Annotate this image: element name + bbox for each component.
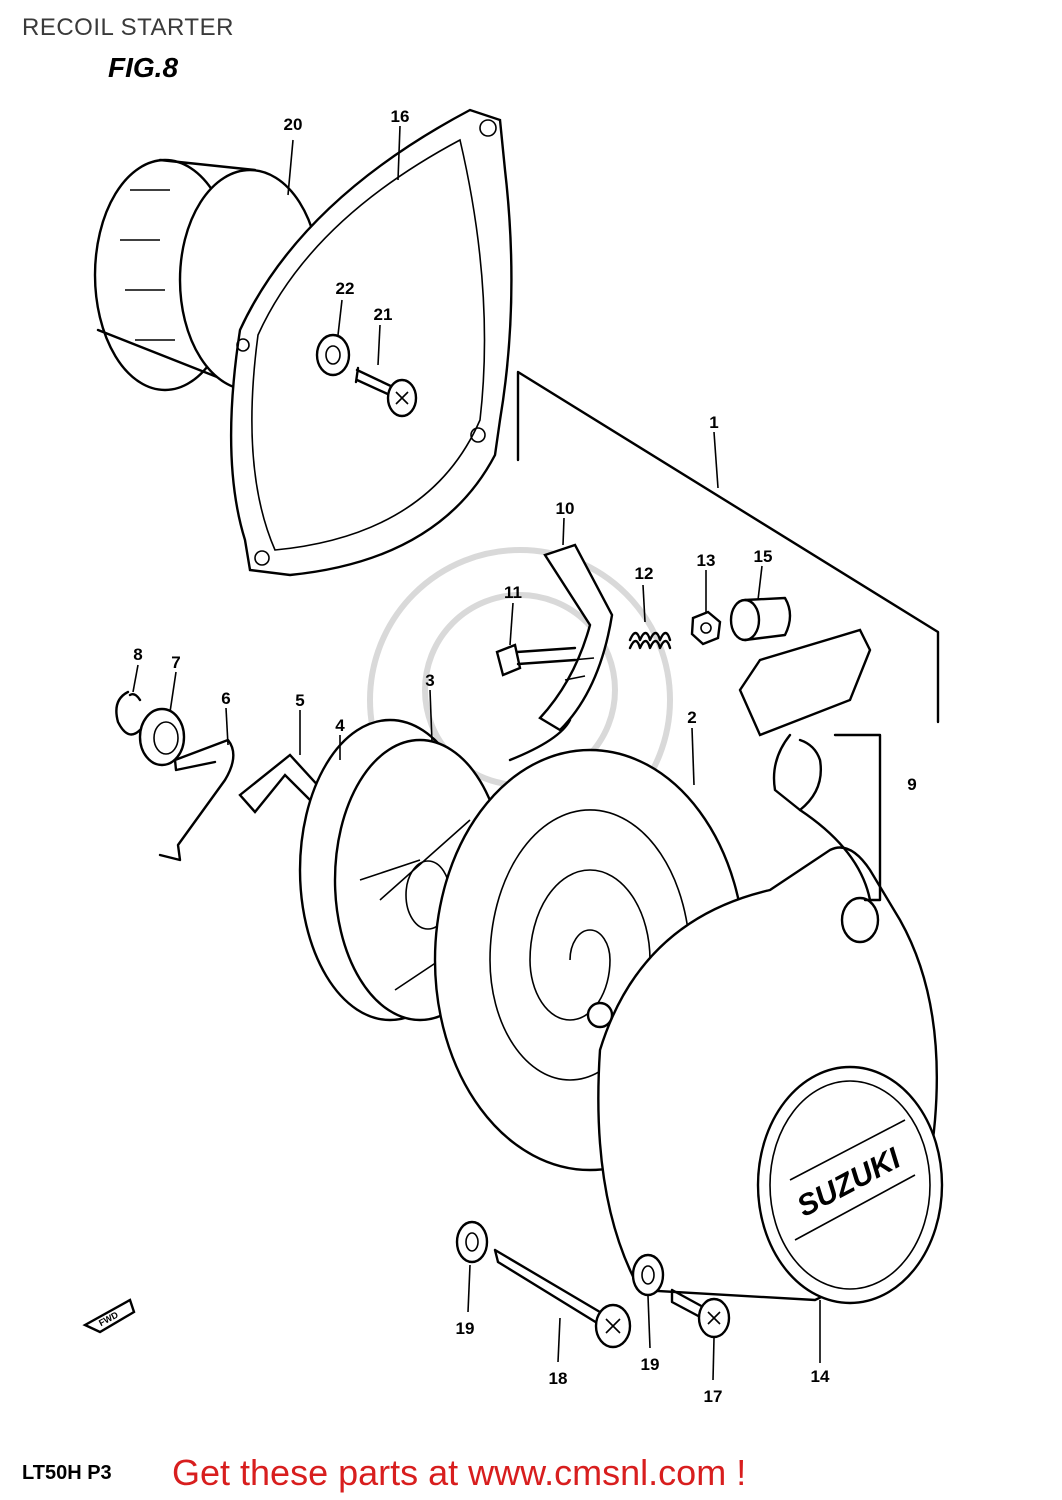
callout-7: 7 bbox=[171, 653, 180, 672]
part-21-screw[interactable] bbox=[354, 366, 418, 418]
callout-16: 16 bbox=[391, 107, 410, 126]
callout-6: 6 bbox=[221, 689, 230, 708]
part-6-return-spring[interactable] bbox=[158, 738, 235, 862]
callout-13: 13 bbox=[697, 551, 716, 570]
leader-lines bbox=[132, 125, 821, 1381]
part-13-nut[interactable] bbox=[690, 610, 722, 646]
part-12-spring[interactable] bbox=[628, 631, 672, 650]
assembly-bracket-1 bbox=[516, 370, 940, 724]
callout-10: 10 bbox=[556, 499, 575, 518]
cta-link-text[interactable]: Get these parts at www.cmsnl.com ! bbox=[172, 1452, 747, 1493]
part-20-drum[interactable] bbox=[93, 158, 322, 392]
callout-4: 4 bbox=[335, 716, 345, 735]
part-9-starter-handle[interactable] bbox=[738, 628, 880, 944]
callout-1: 1 bbox=[709, 413, 718, 432]
callout-12: 12 bbox=[635, 564, 654, 583]
figure-number: FIG.8 bbox=[108, 52, 179, 83]
callout-22: 22 bbox=[336, 279, 355, 298]
page-title: RECOIL STARTER bbox=[22, 14, 234, 41]
callout-15: 15 bbox=[754, 547, 773, 566]
callout-5: 5 bbox=[295, 691, 304, 710]
part-22-washer[interactable] bbox=[315, 333, 351, 377]
part-17-screw[interactable] bbox=[670, 1288, 731, 1339]
part-19-washer-b[interactable] bbox=[631, 1253, 665, 1297]
part-15-collar[interactable] bbox=[729, 596, 792, 642]
part-8-circlip[interactable] bbox=[115, 690, 142, 736]
callout-17: 17 bbox=[704, 1387, 723, 1406]
callout-3: 3 bbox=[425, 671, 434, 690]
callout-8: 8 bbox=[133, 645, 142, 664]
callout-20: 20 bbox=[284, 115, 303, 134]
callout-19a: 19 bbox=[456, 1319, 475, 1338]
part-14-starter-case[interactable]: SUZUKI bbox=[597, 846, 944, 1305]
part-19-washer-a[interactable] bbox=[455, 1220, 489, 1264]
callout-19b: 19 bbox=[641, 1355, 660, 1374]
callout-numbers: 20 16 22 21 1 10 11 12 13 15 8 7 6 5 4 3… bbox=[133, 107, 916, 1406]
part-11-bolt[interactable] bbox=[495, 643, 577, 677]
callout-14: 14 bbox=[811, 1367, 830, 1386]
part-18-long-bolt[interactable] bbox=[493, 1248, 632, 1349]
forward-arrow-icon: FWD bbox=[82, 1298, 136, 1334]
callout-21: 21 bbox=[374, 305, 393, 324]
part-16-gasket[interactable] bbox=[229, 108, 513, 577]
part-7-washer[interactable] bbox=[138, 707, 186, 767]
callout-9: 9 bbox=[907, 775, 916, 794]
callout-2: 2 bbox=[687, 708, 696, 727]
callout-11: 11 bbox=[504, 583, 522, 602]
callout-18: 18 bbox=[549, 1369, 568, 1388]
bracket-9 bbox=[833, 733, 882, 902]
model-code: LT50H P3 bbox=[22, 1462, 112, 1484]
